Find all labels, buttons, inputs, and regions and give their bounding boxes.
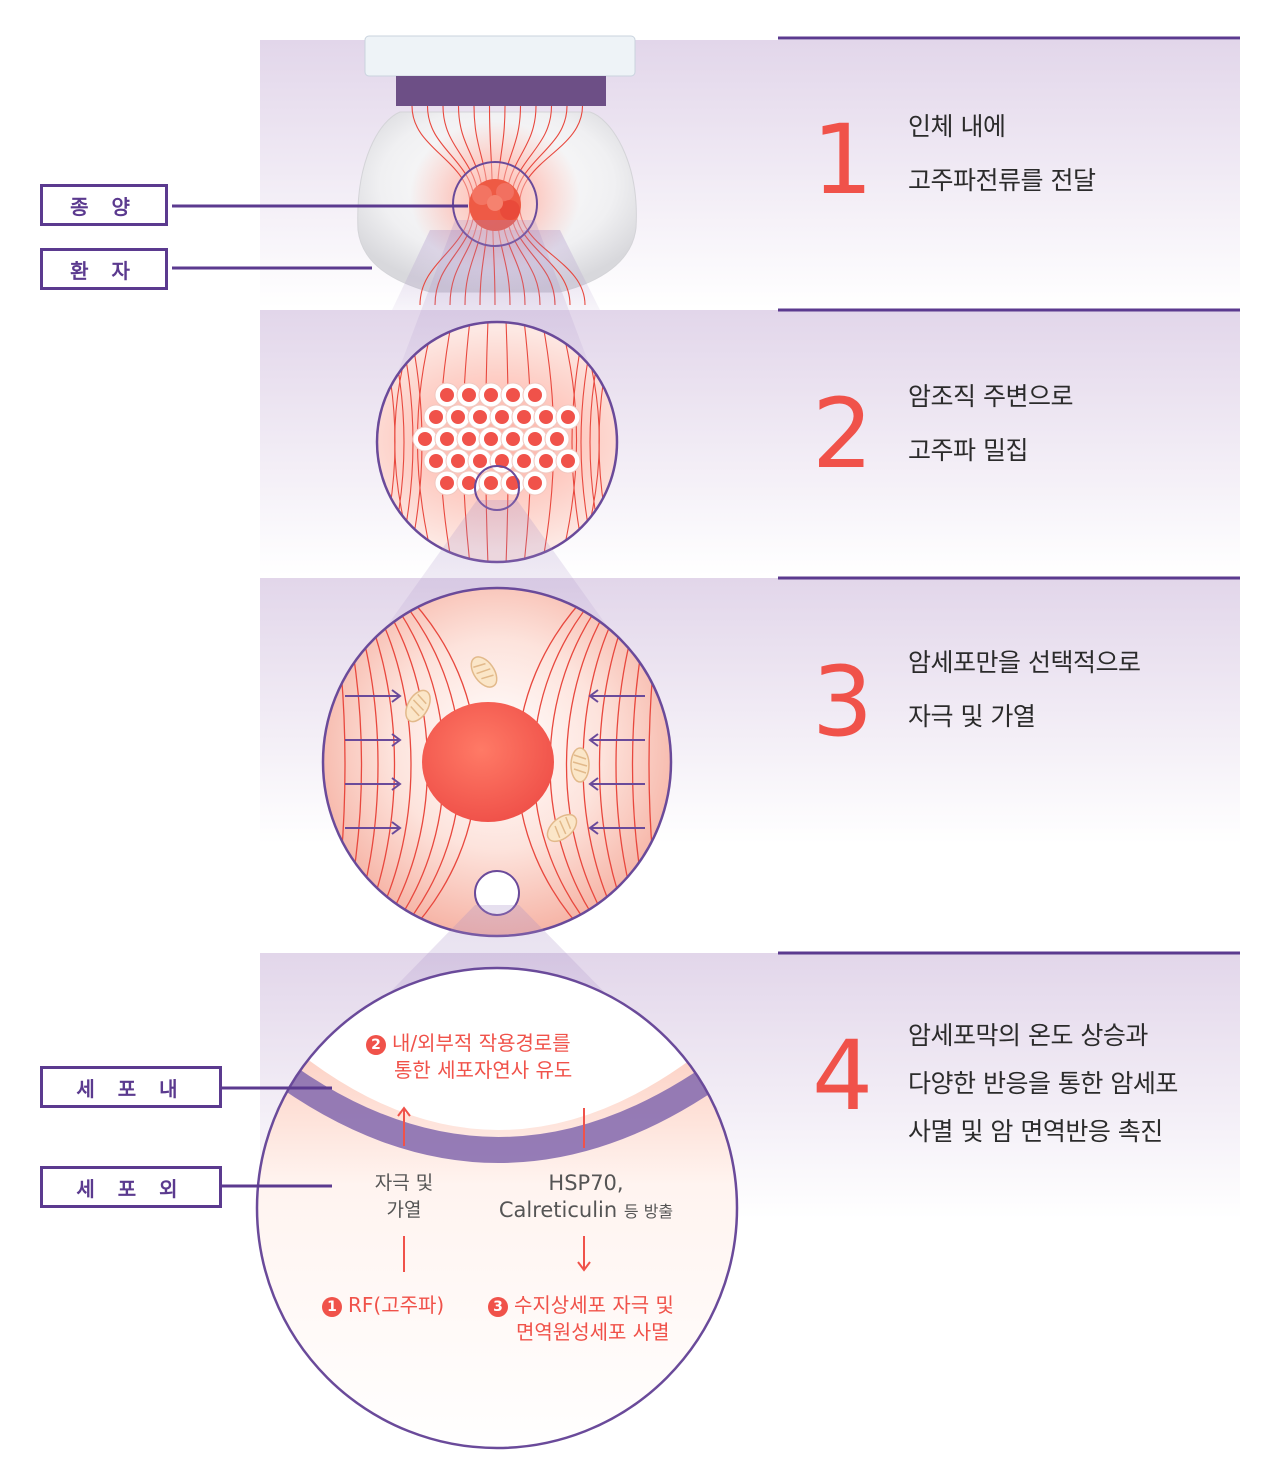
pathway-line-1: 내/외부적 작용경로를 (392, 1031, 571, 1055)
step-1-number: 1 (812, 104, 874, 216)
step-2-text: 암조직 주변으로 고주파 밀집 (908, 370, 1073, 478)
tumor-blob (469, 179, 521, 231)
step-4-line-1: 암세포막의 온도 상승과 (908, 1021, 1148, 1050)
heating-line-2: 가열 (386, 1199, 422, 1221)
pathway-text: 2 내/외부적 작용경로를 통한 세포자연사 유도 (366, 1030, 606, 1084)
release-line-1: HSP70, (548, 1171, 624, 1195)
intracellular-label: 세 포 내 (40, 1066, 222, 1108)
step-4-line-2: 다양한 반응을 통한 암세포 (908, 1069, 1178, 1098)
extracellular-label: 세 포 외 (40, 1166, 222, 1208)
dendritic-text: 3 수지상세포 자극 및 면역원성세포 사멸 (488, 1292, 708, 1346)
dendritic-line-2: 면역원성세포 사멸 (516, 1320, 670, 1344)
step-3-number: 3 (812, 646, 874, 758)
step-4-line-3: 사멸 및 암 면역반응 촉진 (908, 1117, 1163, 1146)
step-2-number: 2 (812, 378, 874, 490)
step-1-line-1: 인체 내에 (908, 112, 1006, 141)
step-1-line-2: 고주파전류를 전달 (908, 166, 1096, 195)
step-1-text: 인체 내에 고주파전류를 전달 (908, 100, 1096, 208)
release-line-2-small: 등 방출 (623, 1202, 674, 1221)
step-2-line-1: 암조직 주변으로 (908, 382, 1073, 411)
step-3-line-1: 암세포만을 선택적으로 (908, 648, 1141, 677)
badge-1: 1 (322, 1297, 342, 1317)
release-line-2-main: Calreticulin (498, 1198, 618, 1222)
step-3-line-2: 자극 및 가열 (908, 702, 1036, 731)
release-text: HSP70, Calreticulin 등 방출 (476, 1170, 696, 1225)
rf-text: 1 RF(고주파) (322, 1292, 482, 1319)
badge-2: 2 (366, 1035, 386, 1055)
step-4-text: 암세포막의 온도 상승과 다양한 반응을 통한 암세포 사멸 및 암 면역반응 … (908, 1012, 1178, 1156)
heating-text: 자극 및 가열 (354, 1170, 454, 1224)
step-3-text: 암세포만을 선택적으로 자극 및 가열 (908, 636, 1141, 744)
patient-label: 환 자 (40, 248, 168, 290)
step-4-number: 4 (812, 1020, 874, 1132)
heating-line-1: 자극 및 (374, 1172, 434, 1194)
dendritic-line-1: 수지상세포 자극 및 (514, 1293, 674, 1317)
rf-label: RF(고주파) (348, 1293, 445, 1317)
pathway-line-2: 통한 세포자연사 유도 (394, 1058, 573, 1082)
step-2-line-2: 고주파 밀집 (908, 436, 1028, 465)
tumor-label: 종 양 (40, 184, 168, 226)
badge-3: 3 (488, 1297, 508, 1317)
